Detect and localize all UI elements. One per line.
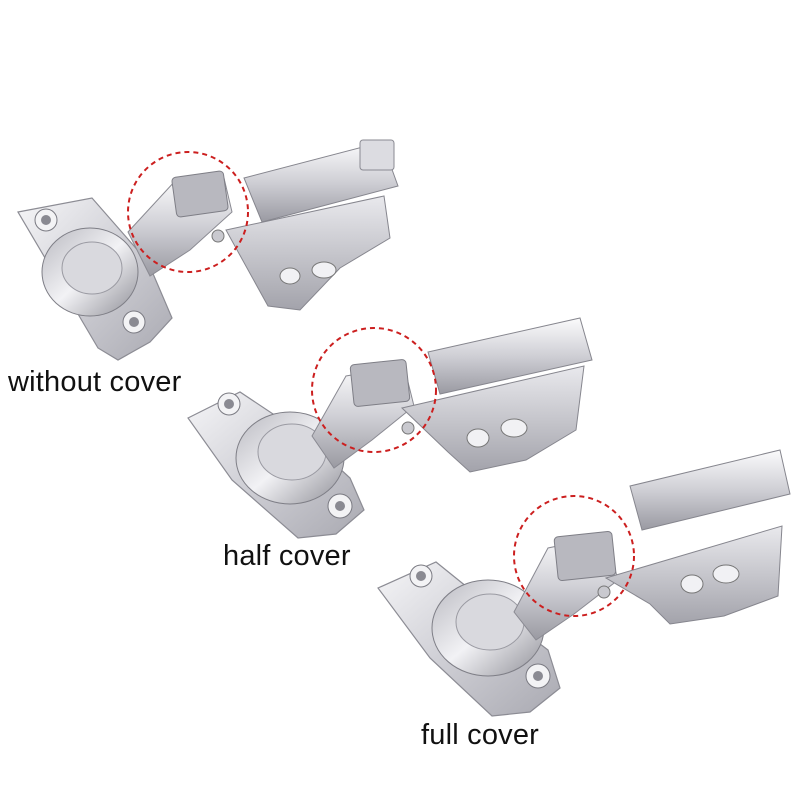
label-full-cover: full cover bbox=[421, 719, 540, 751]
label-half-cover: half cover bbox=[223, 540, 351, 572]
hinge-half-cover bbox=[187, 317, 593, 539]
highlight-circle bbox=[311, 327, 437, 453]
highlight-circle bbox=[127, 151, 249, 273]
highlight-circle bbox=[513, 495, 635, 617]
label-without-cover: without cover bbox=[8, 366, 182, 398]
hinge-full-cover bbox=[377, 449, 791, 717]
hinge-without-cover bbox=[17, 139, 399, 361]
